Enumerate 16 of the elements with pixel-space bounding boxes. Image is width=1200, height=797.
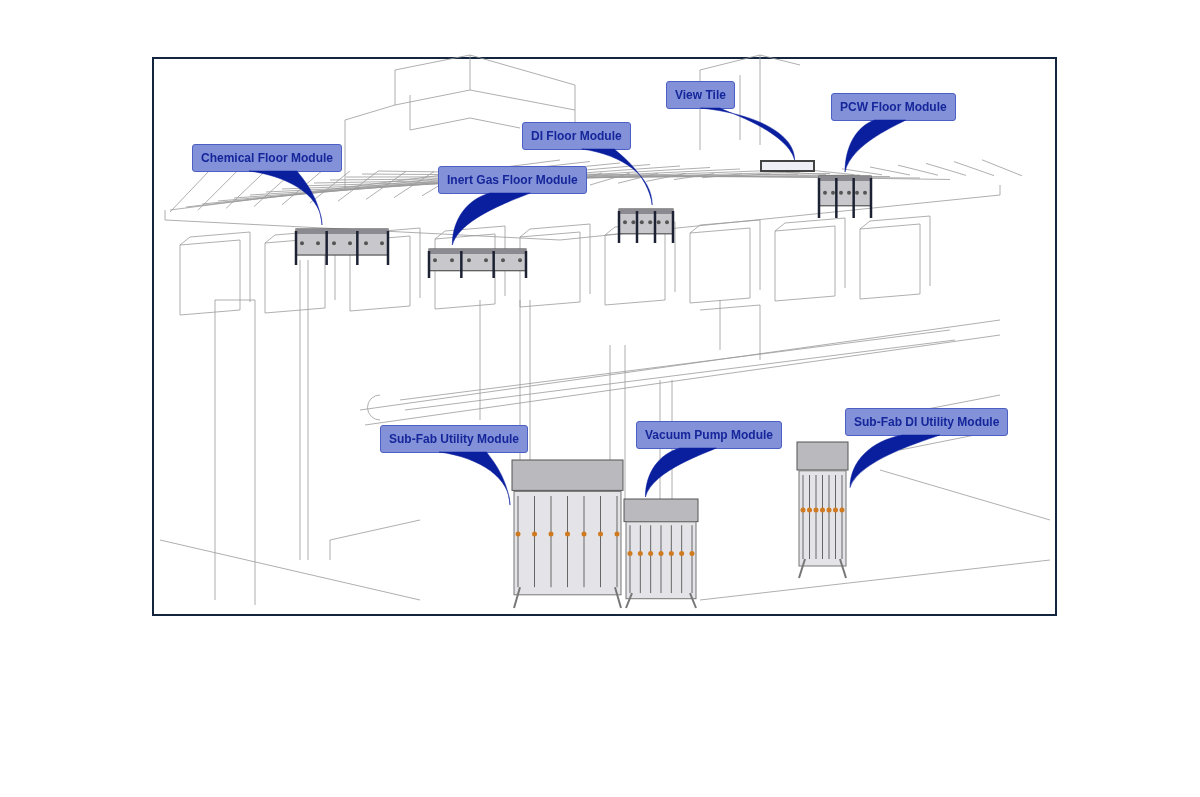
callout-label: Sub-Fab Utility Module [380, 425, 528, 453]
callout-pointer [248, 170, 323, 226]
callout-label: Inert Gas Floor Module [438, 166, 587, 194]
callout-label: PCW Floor Module [831, 93, 956, 121]
callout-pointer [581, 148, 653, 206]
callout-label: View Tile [666, 81, 735, 109]
callout-label: Sub-Fab DI Utility Module [845, 408, 1009, 436]
callout-pointer [645, 447, 717, 498]
callout-pointer [452, 192, 531, 246]
callout-pointer [849, 434, 940, 488]
callout-pointer [844, 119, 907, 173]
callout-pointer [700, 107, 795, 161]
callout-label: DI Floor Module [522, 122, 631, 150]
callout-label: Vacuum Pump Module [636, 421, 782, 449]
callout-label: Chemical Floor Module [192, 144, 342, 172]
callout-pointer [438, 451, 511, 506]
